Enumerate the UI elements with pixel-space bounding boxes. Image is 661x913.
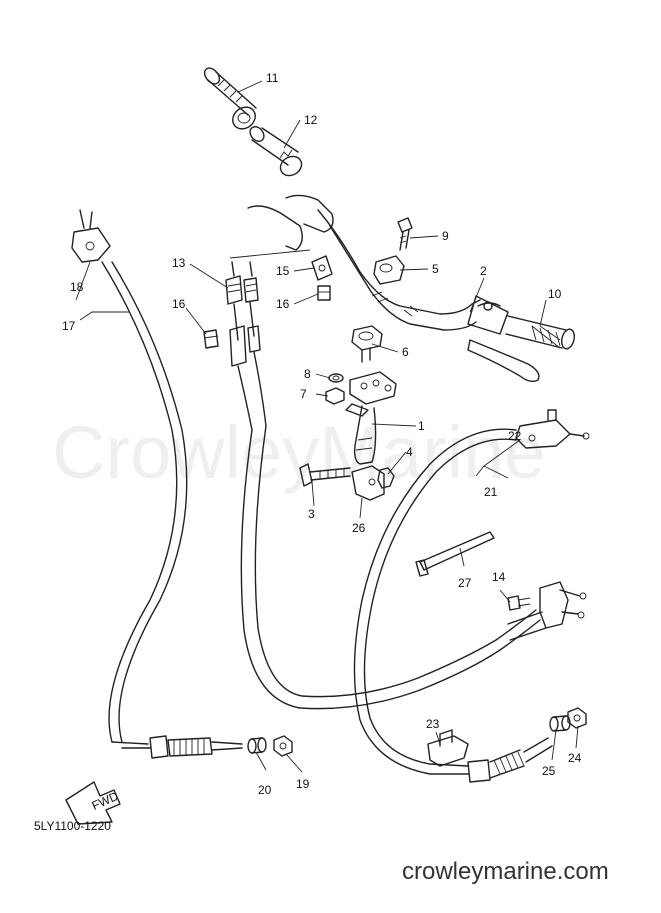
callout-9: 9	[442, 229, 449, 243]
callout-3: 3	[308, 507, 315, 521]
callout-1: 1	[418, 419, 425, 433]
bracket-part-1	[345, 371, 397, 465]
callout-10: 10	[548, 287, 562, 301]
callout-27: 27	[458, 576, 472, 590]
cable-tie-part-27	[415, 531, 495, 577]
callout-7: 7	[300, 387, 307, 401]
callout-16-left: 16	[172, 297, 186, 311]
callout-8: 8	[304, 367, 311, 381]
throttle-cable-loop	[240, 425, 541, 710]
nut-part-19	[273, 735, 293, 757]
callout-23: 23	[426, 717, 440, 731]
cable-bracket-right	[507, 581, 587, 641]
callout-15: 15	[276, 264, 290, 278]
callout-22: 22	[508, 429, 522, 443]
lever-part-22	[515, 409, 590, 449]
cable-part-17	[71, 209, 243, 759]
callout-2: 2	[480, 264, 487, 278]
callout-11: 11	[266, 71, 279, 85]
handlebar-part-2	[247, 194, 540, 383]
callout-20: 20	[258, 783, 272, 797]
callout-16-right: 16	[276, 297, 290, 311]
callout-24: 24	[568, 751, 582, 765]
callout-19: 19	[296, 777, 310, 791]
throttle-cable-part-13	[225, 261, 267, 431]
collar-part-20	[247, 737, 267, 754]
fwd-arrow-icon: FWD	[65, 781, 121, 825]
left-grip-part-11	[203, 67, 257, 130]
drawing-code: 5LY1100-1220	[34, 819, 111, 833]
bolt-part-16-right	[317, 285, 331, 301]
cable-part-21	[353, 428, 553, 783]
fwd-label: FWD	[90, 789, 121, 813]
callout-25: 25	[542, 764, 556, 778]
clamp-part-15	[311, 255, 333, 281]
handlebar-holder-lower-part-6	[351, 325, 383, 363]
nut-part-24	[567, 707, 587, 729]
callout-numbers: 11 12 9 5 2 10 6 8 7 1 4 3 26 15 16 13 1…	[62, 71, 582, 797]
bolt-part-9	[397, 217, 413, 251]
callout-14: 14	[492, 570, 506, 584]
bolt-part-14	[507, 595, 531, 611]
watermark: CrowleyMarine	[52, 411, 545, 494]
washer-part-8	[328, 373, 344, 383]
bolt-part-16-left	[203, 329, 219, 349]
nut-part-4	[377, 467, 395, 489]
handlebar-holder-upper-part-5	[373, 255, 405, 285]
callout-21: 21	[484, 485, 498, 499]
callout-6: 6	[402, 345, 409, 359]
callout-13: 13	[172, 256, 186, 270]
callout-17: 17	[62, 319, 76, 333]
clamp-part-26	[351, 465, 385, 501]
nut-part-7	[325, 387, 345, 405]
holder-part-23	[427, 729, 469, 767]
callout-18: 18	[70, 280, 84, 294]
callout-12: 12	[304, 113, 318, 127]
collar-part-25	[549, 715, 571, 732]
leader-lines	[75, 80, 579, 773]
callout-26: 26	[352, 521, 366, 535]
throttle-tube-part-12	[249, 126, 303, 177]
site-footer-text: crowleymarine.com	[402, 858, 609, 885]
right-grip-part-10	[505, 315, 576, 350]
callout-4: 4	[406, 445, 413, 459]
callout-5: 5	[432, 262, 439, 276]
